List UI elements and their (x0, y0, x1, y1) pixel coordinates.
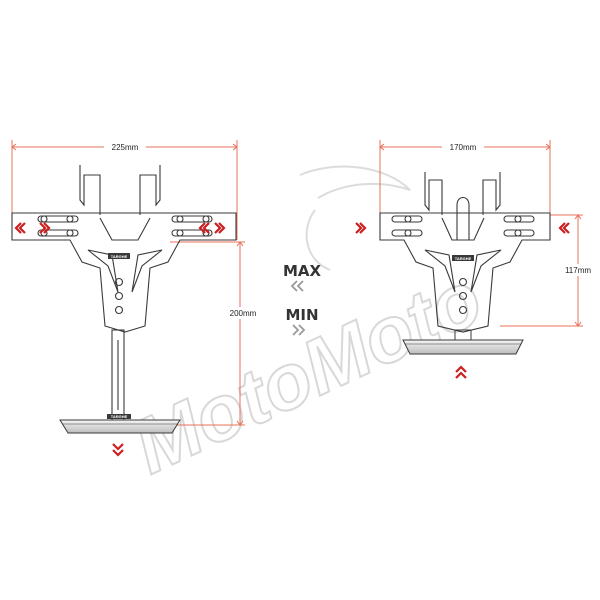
max-label: MAX (283, 262, 322, 280)
right-plate-holder (402, 329, 524, 355)
min-label: MIN (285, 306, 318, 324)
left-retract-arrow-right (198, 221, 211, 235)
left-brand-badge (108, 253, 130, 259)
right-bracket (379, 172, 551, 333)
watermark-text: MotoMoto (120, 253, 495, 490)
left-diagram: 225mm 200mm (11, 140, 260, 457)
right-retract-arrow-left (354, 221, 367, 235)
right-brand-label: TARGHE (455, 256, 472, 261)
left-bracket (11, 165, 237, 421)
right-up-arrow (455, 365, 467, 379)
max-arrow-icon (290, 280, 304, 292)
left-height-label: 200mm (230, 309, 257, 318)
right-diagram: 170mm 117mm (354, 140, 596, 379)
left-brand-label: TARGHE (111, 254, 128, 259)
left-plate-holder (59, 414, 181, 434)
watermark: MotoMoto (119, 165, 496, 491)
right-width-label: 170mm (450, 143, 477, 152)
min-arrow-icon (292, 324, 306, 336)
left-plate-brand-label: TARGHE (111, 414, 128, 419)
right-brand-badge (452, 255, 474, 261)
left-height-dimension (170, 241, 245, 426)
left-extend-arrow-left (14, 221, 27, 235)
left-retract-arrow-left (38, 221, 51, 235)
right-retract-arrow-right (558, 221, 571, 235)
left-extend-arrow-right (213, 221, 226, 235)
right-width-dimension (379, 140, 551, 240)
left-width-label: 225mm (112, 143, 139, 152)
right-height-label: 117mm (565, 266, 591, 275)
center-labels: MAX MIN (283, 262, 322, 336)
left-down-arrow (112, 443, 124, 457)
